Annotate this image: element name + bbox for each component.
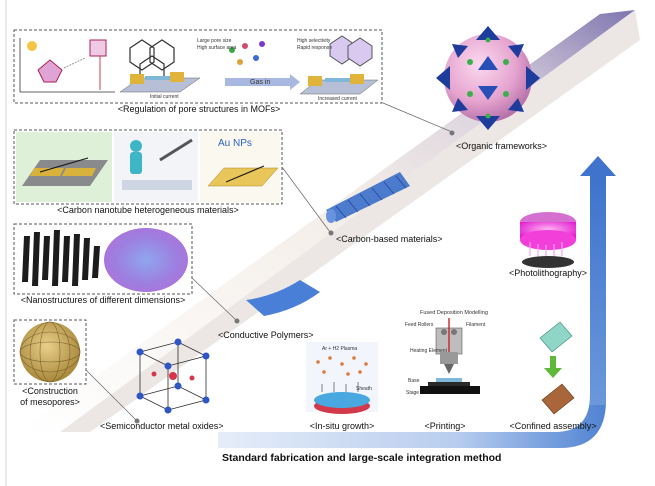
print-text-base: Base	[408, 378, 420, 384]
insitu-illustration	[306, 342, 378, 414]
leader-meso	[85, 369, 137, 421]
mof-text-pore: Large pore size	[197, 38, 232, 44]
mof-device-1	[119, 72, 201, 93]
label-conductive-polymers: <Conductive Polymers>	[218, 330, 314, 340]
print-text-fdm: Fused Deposition Modelling	[420, 310, 488, 316]
mof-text-area: High surface area	[197, 45, 237, 51]
mof-text-selectivity: High selectivity	[297, 38, 331, 44]
integration-arrow-up	[590, 175, 606, 405]
nanorods	[22, 230, 100, 286]
printing-illustration	[420, 318, 480, 394]
mof-panel-label: <Regulation of pore structures in MOFs>	[117, 104, 281, 114]
print-text-stage: Stage	[406, 390, 420, 396]
leader-mof	[382, 102, 453, 133]
leader-cnt	[281, 166, 331, 233]
label-carbon-based: <Carbon-based materials>	[336, 234, 443, 244]
dot-carbon	[328, 230, 334, 236]
dot-polymer	[234, 318, 240, 324]
figure-title: Standard fabrication and large-scale int…	[222, 452, 502, 464]
photolithography-illustration	[520, 212, 576, 268]
cnt-text-au: Au NPs	[218, 138, 252, 149]
mof-device-2	[299, 74, 379, 95]
print-text-heating: Heating Element	[410, 348, 447, 354]
meso-label-line2: of mesopores>	[20, 397, 80, 407]
gas-in-arrow	[225, 74, 300, 90]
label-semiconductor-oxides: <Semiconductor metal oxides>	[100, 421, 224, 431]
insitu-text-sheath: Sheath	[356, 386, 372, 392]
dot-organic	[449, 130, 455, 136]
nano-panel-label: <Nanostructures of different dimensions>	[20, 295, 186, 305]
confined-assembly	[539, 321, 575, 415]
label-organic-frameworks: <Organic frameworks>	[456, 141, 548, 151]
carbon-nanotube	[326, 172, 410, 223]
oxide-crystal	[136, 338, 210, 414]
nano-wafer	[104, 228, 188, 292]
dot-oxide	[134, 418, 140, 424]
meso-label-line1: <Construction	[22, 386, 78, 396]
arrow-head	[580, 156, 616, 176]
mof-graph	[19, 38, 115, 93]
print-text-feed: Feed Rollers	[405, 322, 434, 328]
cnt-panel-label: <Carbon nanotube heterogeneous materials…	[57, 205, 239, 215]
label-photolithography: <Photolithography>	[508, 268, 588, 278]
cnt-image-3	[200, 132, 280, 202]
mof-gas-molecules	[229, 41, 265, 65]
mof-structure-2	[329, 35, 373, 67]
label-confined-assembly: <Confined assembly>	[509, 421, 597, 431]
mof-text-gasin: Gas in	[250, 79, 271, 86]
insitu-text-plasma: Ar + H2 Plasma	[322, 346, 358, 352]
polymer-film	[246, 280, 320, 316]
mof-text-response: Rapid response	[297, 45, 333, 51]
mof-text-increased: Increased current	[318, 96, 357, 102]
label-printing: <Printing>	[424, 421, 466, 431]
print-text-filament: Filament	[466, 322, 486, 328]
meso-sphere	[20, 322, 80, 382]
mof-framework-sphere	[436, 26, 540, 130]
label-in-situ: <In-situ growth>	[309, 421, 375, 431]
mof-text-initial: Initial current	[150, 94, 179, 100]
leader-nano	[191, 277, 237, 321]
